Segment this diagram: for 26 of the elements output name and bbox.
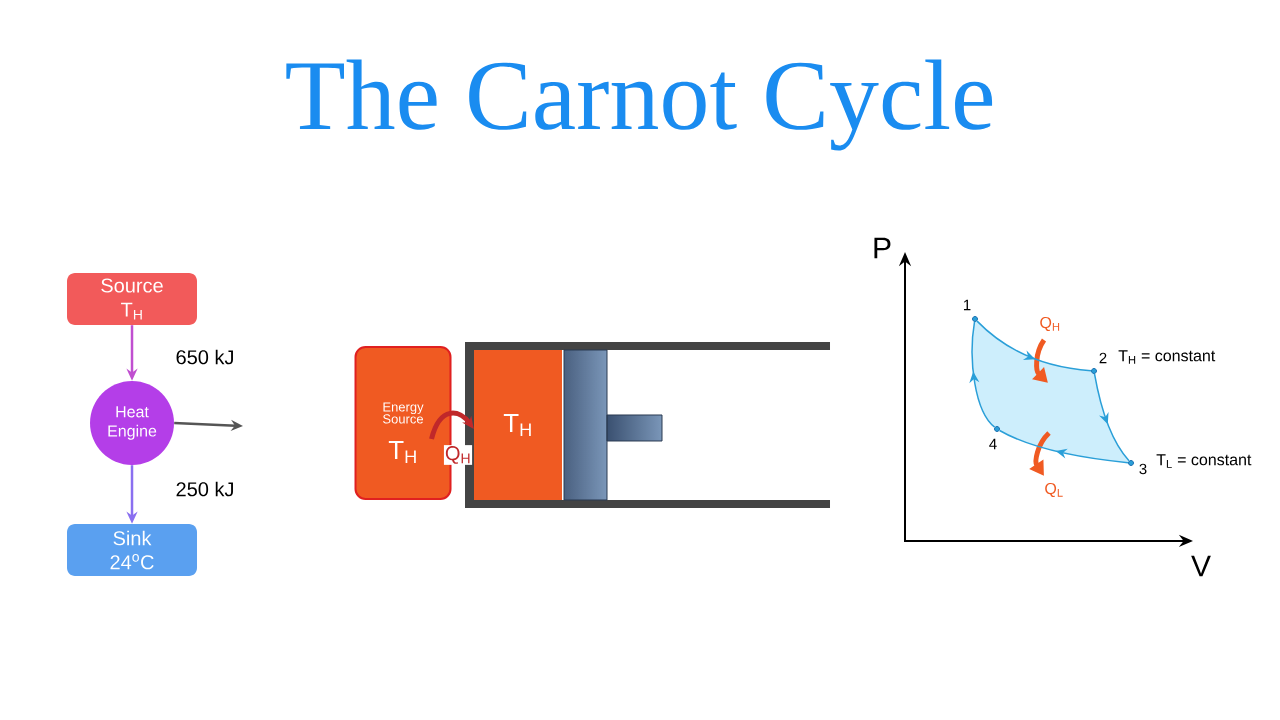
point-number: 4 <box>989 438 997 450</box>
arrow <box>1093 373 1130 462</box>
state-point <box>972 316 978 322</box>
axis-label: P <box>874 237 891 259</box>
hot-gas-box: T$_{H}$ <box>474 350 562 500</box>
title: The Carnot Cycle <box>286 59 993 151</box>
arrow <box>998 429 1129 464</box>
arrow <box>969 321 996 428</box>
point-number: 3 <box>1139 463 1147 475</box>
point-number: 2 <box>1099 352 1107 364</box>
state-point <box>994 426 1000 432</box>
arrow <box>429 410 474 440</box>
edge-label: 650 kJ <box>176 349 233 365</box>
source-box: Source T$_{H}$ <box>67 273 197 325</box>
isotherm-label: T$_{L}$ = constant <box>1156 454 1252 468</box>
point-number: 1 <box>964 299 971 311</box>
edge-label: Q$_{H}$ <box>443 445 473 465</box>
arrow <box>976 320 1092 372</box>
axis-label: V <box>1191 555 1211 577</box>
edge-label: 250 kJ <box>176 481 233 497</box>
sink-box: Sink 24$^{o}$C <box>67 524 197 576</box>
state-point <box>1128 460 1134 466</box>
heat-label: Q$_{H}$ <box>1040 316 1060 332</box>
isotherm-label: T$_{H}$ = constant <box>1118 350 1216 364</box>
heat-label: Q$_{L}$ <box>1045 482 1063 498</box>
state-point <box>1091 368 1097 374</box>
